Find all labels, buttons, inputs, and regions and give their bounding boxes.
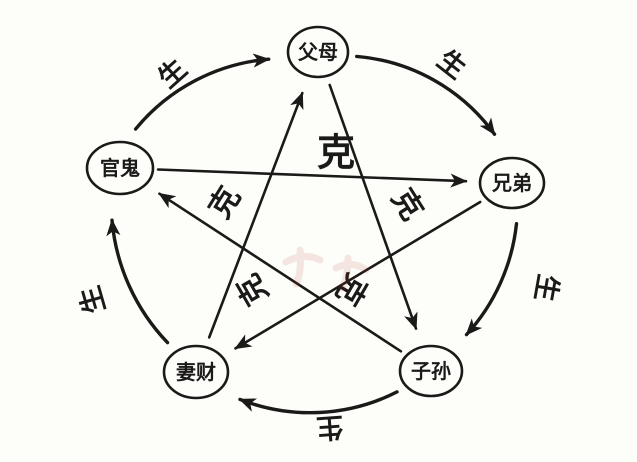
node-label: 官鬼 — [100, 156, 140, 180]
overcome-label: 克 — [384, 183, 430, 227]
node-circle — [286, 25, 350, 79]
generate-arc-qicai-guangui — [106, 218, 170, 345]
overcome-line-fumu-zisun — [328, 83, 418, 330]
node-qicai: 妻财 — [162, 344, 230, 400]
node-circle — [162, 344, 230, 400]
overcome-label: 克 — [230, 268, 275, 311]
overcome-line-xiongdi-qicai — [234, 200, 482, 350]
generate-arc-fumu-xiongdi — [355, 54, 497, 136]
generate-label: 生 — [75, 282, 112, 316]
red-watermark — [282, 246, 370, 292]
generate-arc-guangui-fumu — [133, 53, 271, 131]
node-label: 兄弟 — [491, 171, 532, 195]
generate-label: 生 — [315, 410, 344, 443]
generate-label: 生 — [431, 44, 471, 85]
generate-label: 生 — [152, 53, 193, 94]
overcome-label: 克 — [202, 181, 248, 225]
node-xiongdi: 兄弟 — [478, 156, 546, 210]
node-circle — [478, 156, 546, 210]
node-fumu: 父母 — [286, 25, 350, 79]
overcome-line-qicai-fumu — [207, 91, 304, 339]
node-label: 父母 — [297, 40, 338, 64]
generate-label: 生 — [528, 272, 563, 304]
node-zisun: 子孙 — [398, 344, 464, 398]
node-label: 子孙 — [411, 359, 451, 383]
generate-arc-zisun-qicai — [238, 390, 399, 415]
node-circle — [85, 140, 155, 196]
node-circle — [398, 344, 464, 398]
generate-arc-xiongdi-zisun — [464, 222, 519, 337]
overcome-line-zisun-guangui — [158, 192, 403, 353]
node-label: 妻财 — [176, 360, 216, 384]
overcome-label: 克 — [328, 268, 373, 311]
node-guangui: 官鬼 — [85, 140, 155, 196]
overcome-line-guangui-xiongdi — [156, 168, 468, 188]
